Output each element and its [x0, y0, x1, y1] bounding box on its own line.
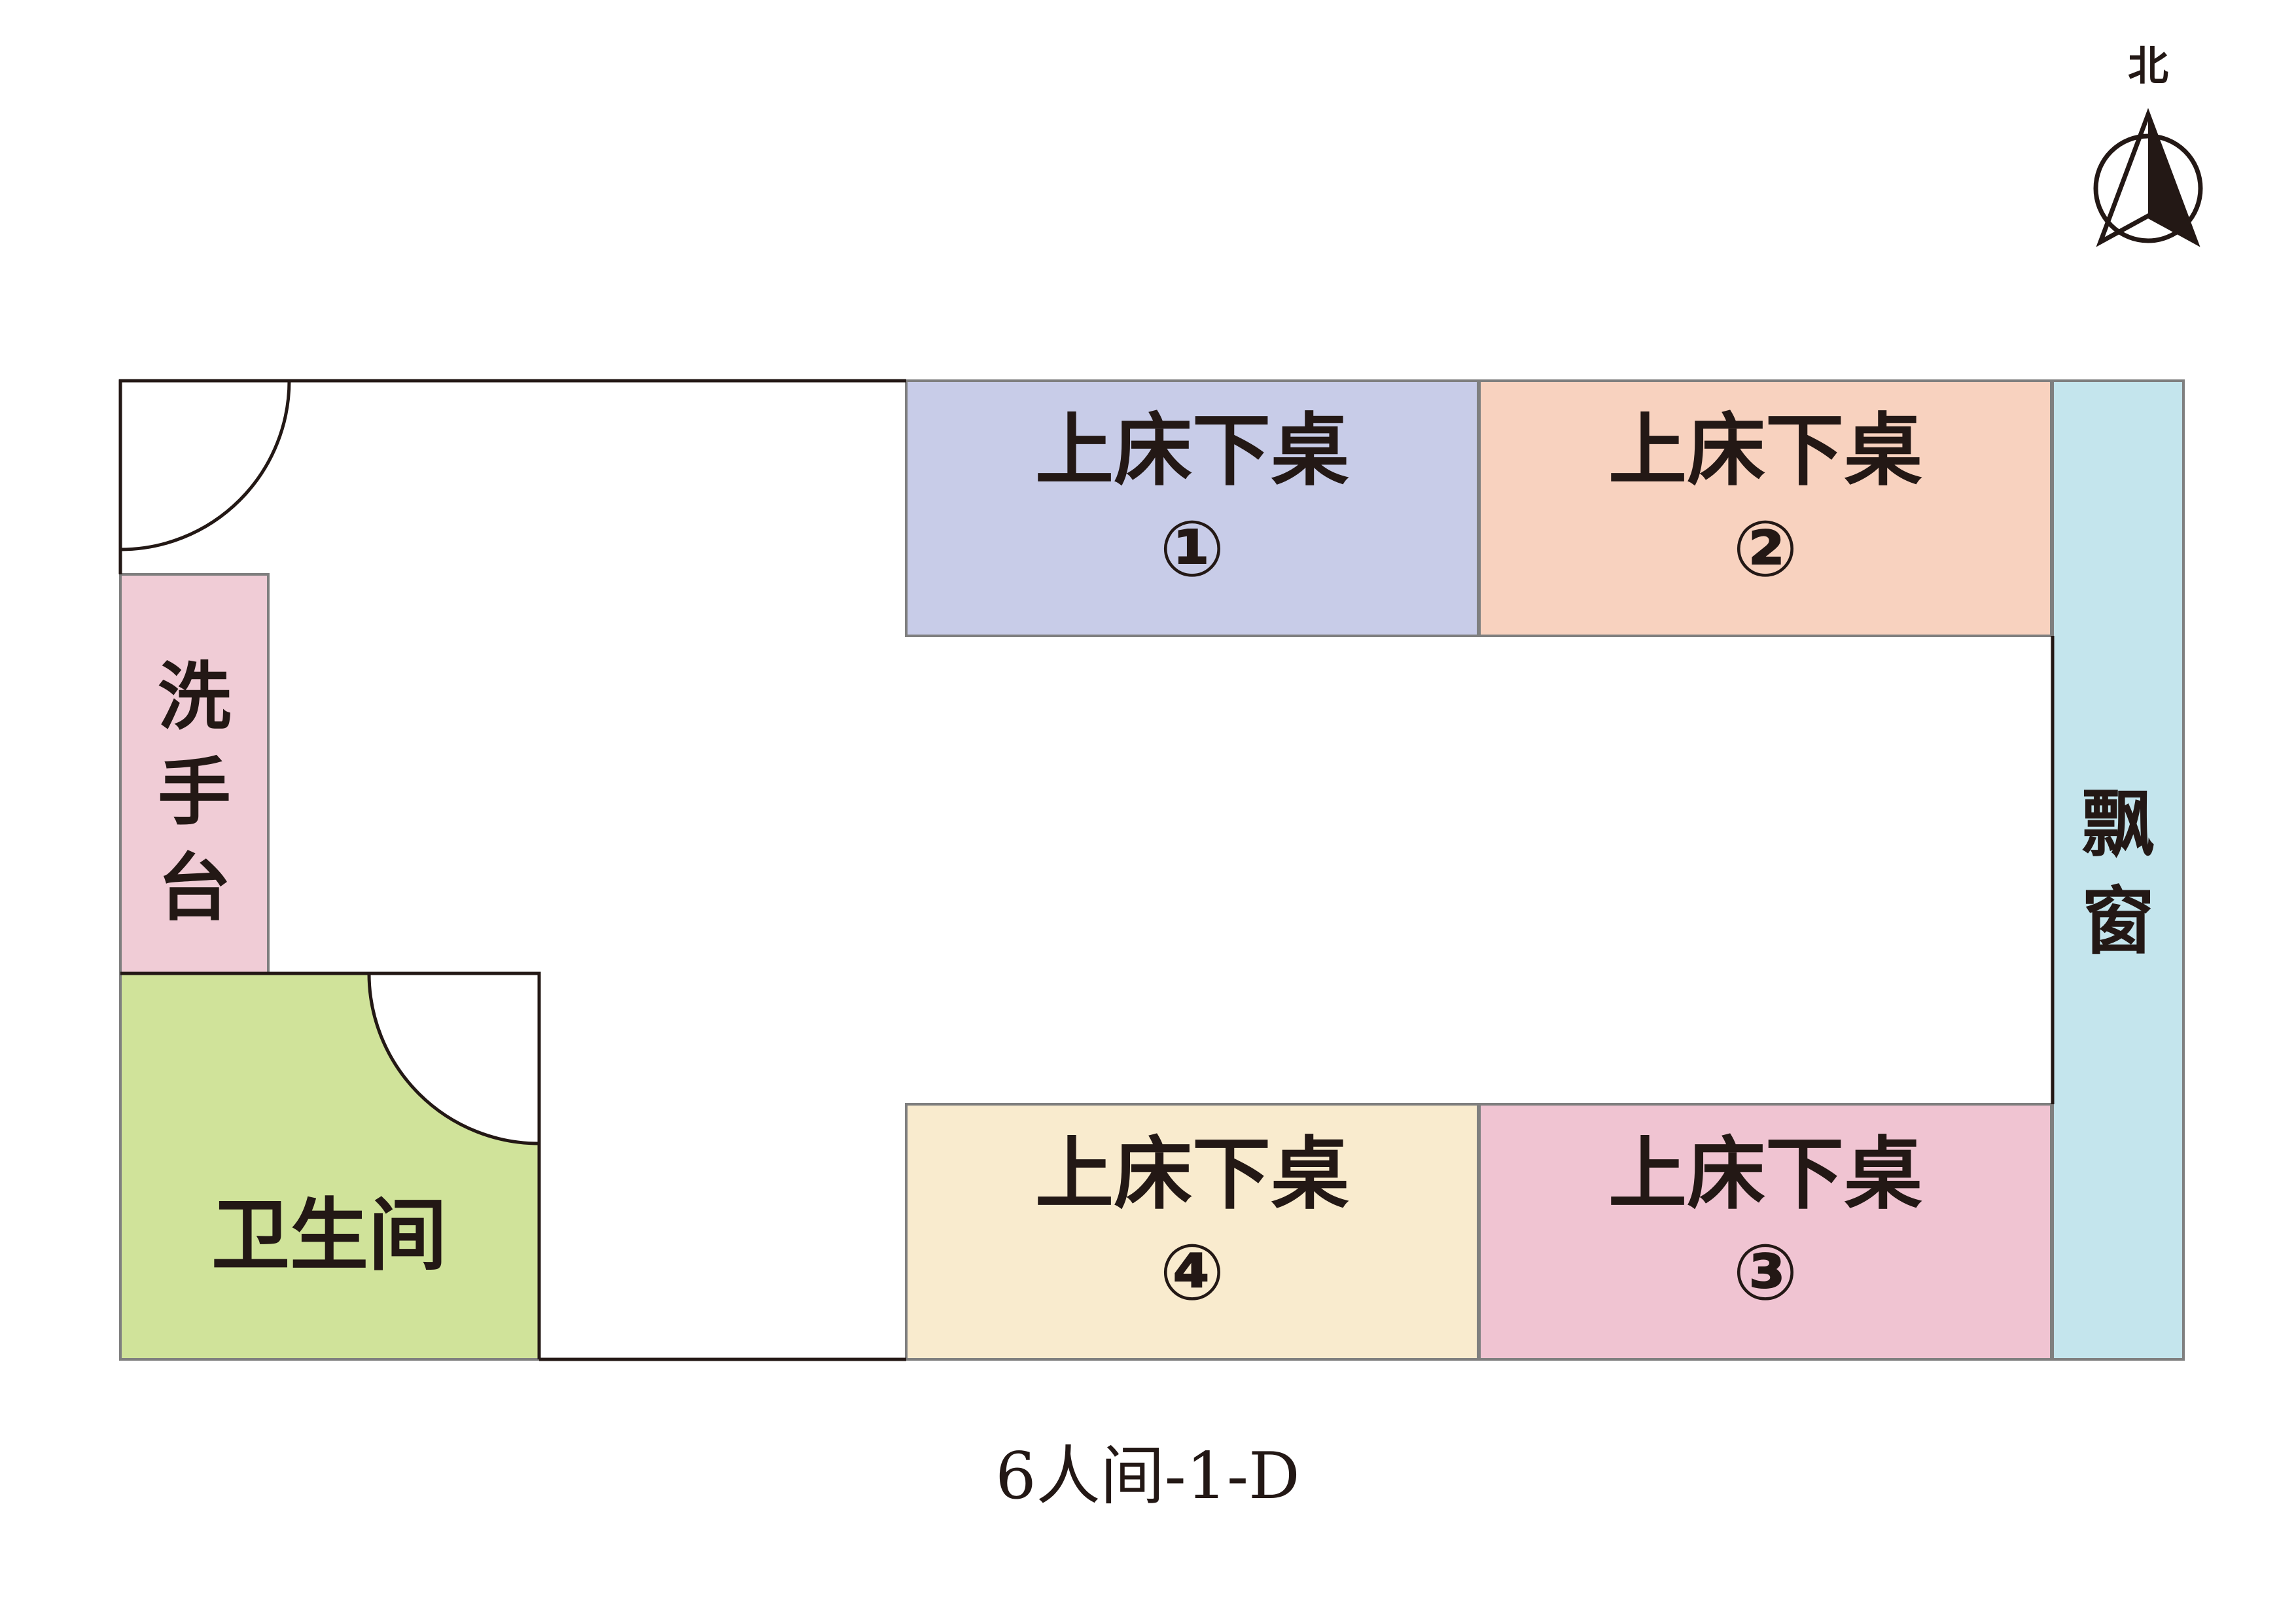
sink-label-line2: 手 — [158, 750, 231, 835]
sink-zone: 洗 手 台 — [119, 573, 270, 975]
bed-2-title: 上床下桌 — [1608, 406, 1922, 497]
bed-2-area — [1478, 379, 2053, 637]
bed-1-number: ① — [1159, 504, 1225, 594]
compass-needle-fill — [2148, 114, 2196, 242]
sink-label-line3: 台 — [158, 846, 231, 931]
bathroom-door — [367, 971, 541, 1145]
bay-window-zone: 飘 窗 — [2051, 379, 2185, 1361]
bay-window-area — [2051, 379, 2185, 1361]
bay-window-label-line2: 窗 — [2081, 879, 2155, 964]
compass-label: 北 — [2128, 42, 2168, 90]
sink-label-line1: 洗 — [158, 655, 231, 740]
sink-area — [119, 573, 270, 975]
bed-zone-3: 上床下桌 ③ — [1478, 1103, 2053, 1361]
bed-3-title: 上床下桌 — [1608, 1129, 1922, 1220]
room-caption: 6人间-1-D — [995, 1439, 1300, 1514]
bed-3-area — [1478, 1103, 2053, 1361]
bed-2-number: ② — [1733, 504, 1798, 594]
bed-4-area — [905, 1103, 1479, 1361]
bed-zone-2: 上床下桌 ② — [1478, 379, 2053, 637]
bed-zone-4: 上床下桌 ④ — [905, 1103, 1479, 1361]
bathroom-door-arc — [367, 971, 541, 1145]
bay-window-label-line1: 飘 — [2081, 782, 2155, 867]
bed-3-number: ③ — [1733, 1227, 1798, 1318]
bed-zone-1: 上床下桌 ① — [905, 379, 1479, 637]
bed-1-title: 上床下桌 — [1035, 406, 1349, 497]
bed-4-title: 上床下桌 — [1035, 1129, 1349, 1220]
bathroom-label: 卫生间 — [211, 1191, 447, 1282]
bed-4-number: ④ — [1159, 1227, 1225, 1318]
north-compass: 北 — [2093, 42, 2203, 247]
bed-1-area — [905, 379, 1479, 637]
entrance-door — [120, 380, 291, 551]
entrance-door-arc — [120, 380, 291, 551]
